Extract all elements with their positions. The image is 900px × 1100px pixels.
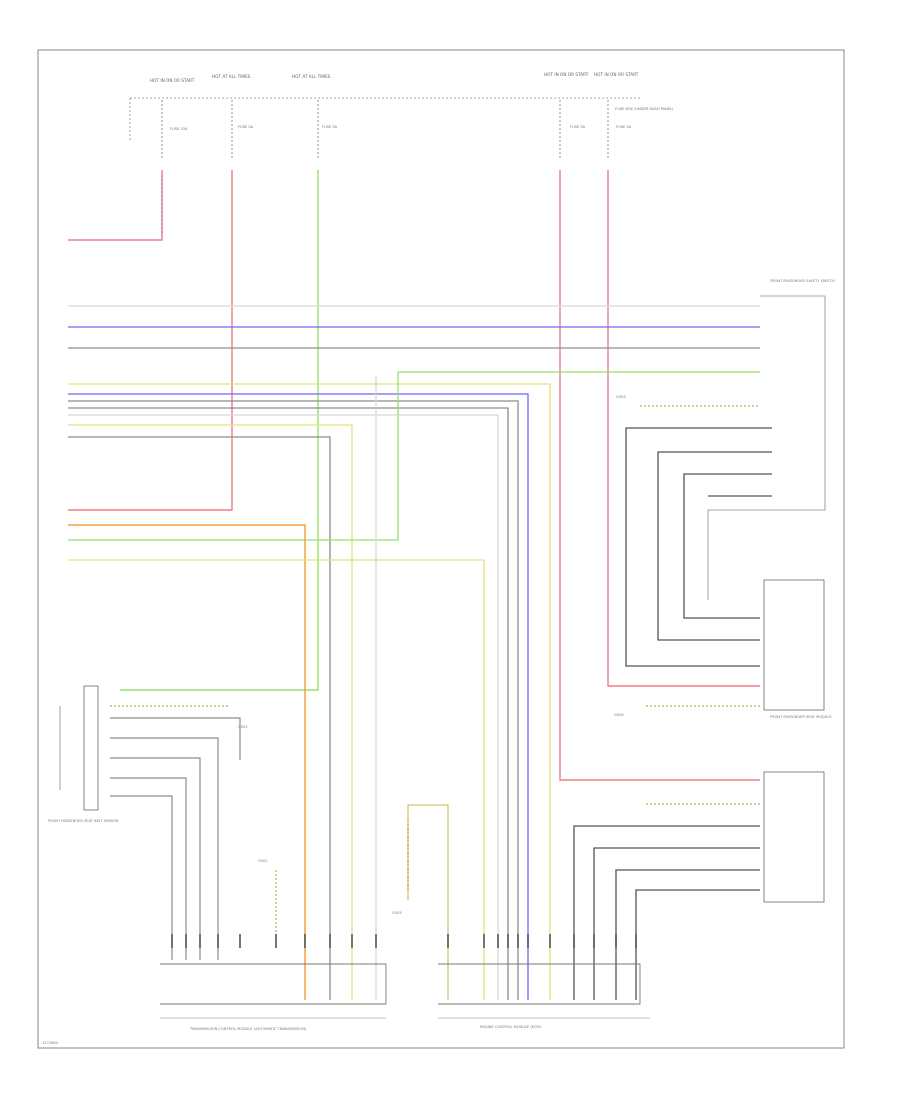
right-mid-wires [625, 427, 772, 667]
wire-red-2 [68, 170, 233, 511]
diagram-frame [37, 49, 845, 1049]
bottom-right-module [438, 963, 641, 1005]
wire-h-5 [68, 393, 529, 1000]
ground-center-label: G505 [392, 911, 402, 915]
left-module-wires [110, 717, 241, 960]
fuse-label-4: FUSE 5A [570, 125, 586, 129]
fuse-label-2: FUSE 5A [238, 125, 254, 129]
wire-orange [68, 524, 306, 1000]
bottom-left-module [160, 963, 387, 1005]
power-label-5: HOT IN ON OR START [594, 72, 639, 77]
fuse-symbols [161, 100, 609, 160]
fuse-label-1: FUSE 10A [170, 127, 188, 131]
wire-green-3 [68, 372, 399, 541]
ground-right-top-label: G503 [616, 395, 626, 399]
power-label-1: HOT IN ON OR START [150, 78, 195, 83]
wire-green-1 [120, 170, 319, 691]
left-module [83, 685, 99, 811]
wire-red-left [68, 170, 163, 241]
fuse-label-5: FUSE 5A [616, 125, 632, 129]
right-switch-label: FRONT PASSENGER SAFETY SWITCH [770, 279, 835, 283]
wire-red-4 [607, 170, 760, 687]
fuse-label-3: FUSE 5A [322, 125, 338, 129]
ground-right-mid-label: G504 [614, 713, 624, 717]
right-low-module [763, 771, 825, 903]
wire-h-7 [68, 407, 509, 1000]
footer-code: 1271844 [42, 1041, 59, 1045]
ground-mid-label: G502 [258, 859, 268, 863]
ground-left-label: G501 [238, 725, 248, 729]
bottom-connector-pins [171, 934, 637, 948]
right-switch-frame [707, 295, 826, 600]
left-module-label: FRONT PASSENGER SEAT BELT SENSOR [48, 819, 119, 823]
right-low-wires [573, 825, 760, 1000]
power-label-3: HOT AT ALL TIMES [292, 74, 331, 79]
power-label-2: HOT AT ALL TIMES [212, 74, 251, 79]
right-mid-module-label: FRONT PASSENGER SEAT MODULE [770, 715, 832, 719]
wire-h-9 [68, 424, 353, 1000]
wire-h-6 [68, 400, 519, 1000]
power-label-4: HOT IN ON OR START [544, 72, 589, 77]
wire-h-10 [68, 436, 331, 1000]
bottom-left-module-label: TRANSMISSION CONTROL MODULE (AUTOMATIC T… [189, 1027, 307, 1031]
fuse-panel-note: FUSE BOX (UNDER DASH PANEL) [615, 107, 674, 111]
wire-yellow-2 [68, 559, 485, 1000]
wire-yellow-center [407, 804, 449, 1000]
right-mid-module [763, 579, 825, 711]
wire-h-4 [68, 383, 551, 1000]
wire-h-8 [68, 414, 499, 1000]
wire-red-3 [559, 170, 760, 781]
bottom-right-module-label: ENGINE CONTROL MODULE (ECM) [480, 1025, 542, 1029]
